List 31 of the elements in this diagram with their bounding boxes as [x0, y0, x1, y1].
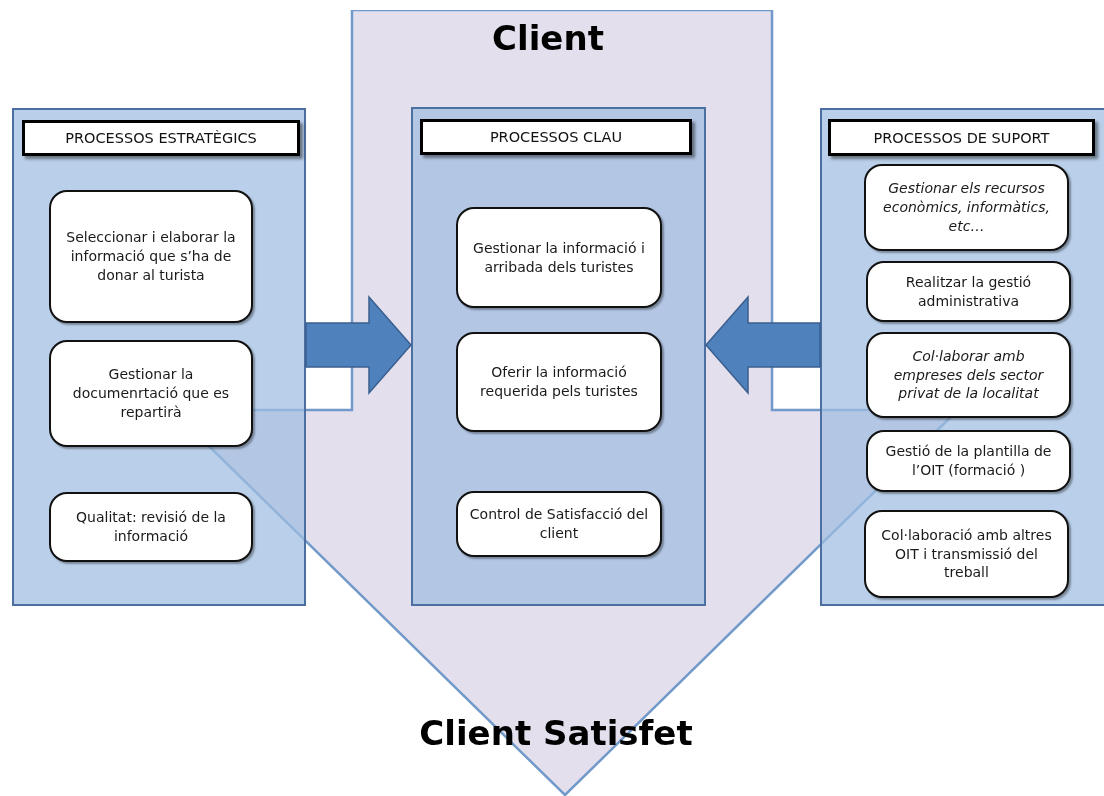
panel-heading: PROCESSOS DE SUPORT — [828, 119, 1095, 156]
process-text: Gestió de la plantilla de l’OIT (formació ) — [884, 442, 1053, 480]
process-panel — [12, 108, 306, 606]
process-text: Col·laboració amb altres OIT i transmissió del treball — [880, 525, 1053, 583]
process-text: Gestionar la documenrtació que es repartirà — [71, 365, 231, 422]
process-box — [456, 491, 662, 557]
process-panel — [411, 107, 706, 606]
panel-heading: PROCESSOS ESTRATÈGICS — [22, 120, 300, 156]
process-box — [866, 430, 1071, 492]
process-text: Oferir la informació requerida pels turistes — [479, 363, 639, 401]
process-text: Gestionar els recursos econòmics, informàtics, etc… — [882, 179, 1051, 236]
process-text: Gestionar la informació i arribada dels turistes — [472, 238, 646, 277]
process-box — [456, 207, 662, 308]
process-box — [866, 332, 1071, 418]
process-box — [866, 261, 1071, 322]
process-text: Col·laborar amb empreses dels sector privat de la localitat — [892, 346, 1045, 404]
process-box — [49, 340, 253, 447]
block-arrow — [305, 295, 412, 395]
process-box — [49, 190, 253, 323]
process-box — [864, 164, 1069, 251]
process-box — [456, 332, 662, 432]
process-text: Qualitat: revisió de la informació — [75, 508, 227, 546]
process-box — [864, 510, 1069, 598]
process-text: Seleccionar i elaborar la informació que s’ha de donar al turista — [65, 228, 237, 285]
arrow-top-label: Client — [492, 18, 604, 58]
process-text: Control de Satisfacció del client — [468, 505, 650, 543]
process-panel — [820, 108, 1104, 606]
panel-heading: PROCESSOS CLAU — [420, 119, 692, 155]
process-text: Realitzar la gestió administrativa — [904, 272, 1033, 311]
process-box — [49, 492, 253, 562]
block-arrow — [705, 295, 821, 395]
